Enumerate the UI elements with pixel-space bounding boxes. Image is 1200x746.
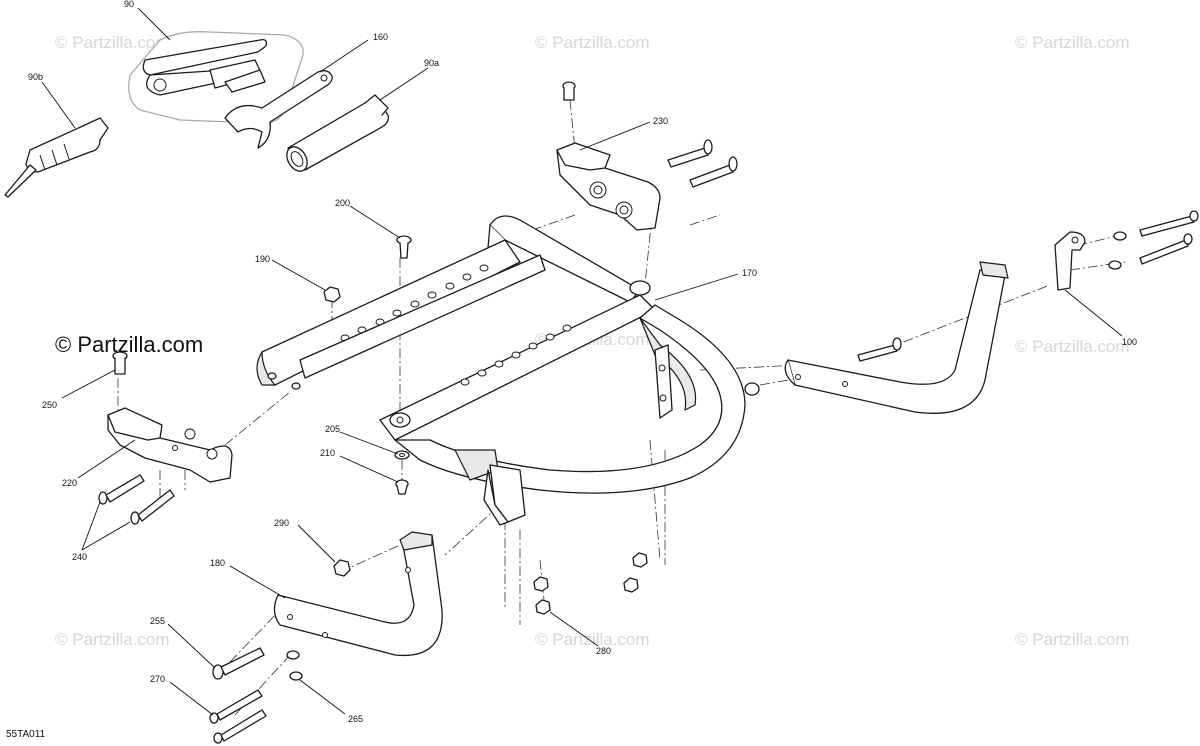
nuts-part-280 <box>533 552 648 615</box>
hinge-bracket-right <box>556 142 661 231</box>
washers-part-265 <box>286 650 303 681</box>
screw-part-200 <box>396 235 412 259</box>
watermark: © Partzilla.com <box>535 33 650 52</box>
watermark: © Partzilla.com <box>55 630 170 649</box>
callout-170: 170 <box>742 268 757 278</box>
washer-part-205 <box>394 450 410 460</box>
callout-90a: 90a <box>424 58 439 68</box>
pin-bolts-230 <box>667 139 738 188</box>
callout-90: 90 <box>124 0 134 9</box>
socket-wrench-part <box>286 94 390 172</box>
bolts-part-240 <box>98 474 175 525</box>
callout-265: 265 <box>348 714 363 724</box>
bolts-part-270 <box>209 689 267 744</box>
callout-280: 280 <box>596 646 611 656</box>
watermark: © Partzilla.com <box>1015 337 1130 356</box>
nut-part-190 <box>323 286 341 303</box>
screwdriver-part <box>4 117 109 198</box>
watermark: © Partzilla.com <box>1015 33 1130 52</box>
callout-220: 220 <box>62 478 77 488</box>
callout-210: 210 <box>320 448 335 458</box>
callout-270: 270 <box>150 674 165 684</box>
bolt-part-255 <box>212 647 265 680</box>
bolt-part-210 <box>395 479 409 495</box>
watermark: © Partzilla.com <box>1015 630 1130 649</box>
main-frame-part <box>256 215 746 526</box>
hinge-bracket-left <box>107 407 233 483</box>
callout-230: 230 <box>653 116 668 126</box>
bumper-tube-left <box>273 531 443 657</box>
assembly-lines <box>117 99 1126 716</box>
callout-250: 250 <box>42 400 57 410</box>
callout-290: 290 <box>274 518 289 528</box>
bumper-tube-right <box>744 261 1009 414</box>
callout-255: 255 <box>150 616 165 626</box>
callout-labels: 90 90b 160 90a 230 200 190 170 100 250 2… <box>28 0 1137 724</box>
callout-190: 190 <box>255 254 270 264</box>
bolt-part-230 <box>562 81 576 101</box>
callout-240: 240 <box>72 552 87 562</box>
diagram-code: 55TA011 <box>6 729 46 740</box>
callout-160: 160 <box>373 32 388 42</box>
spanner-wrench-part <box>224 70 333 149</box>
callout-180: 180 <box>210 558 225 568</box>
brand-watermark: © Partzilla.com <box>55 332 203 357</box>
watermark: © Partzilla.com <box>55 33 170 52</box>
callout-200: 200 <box>335 198 350 208</box>
tool-kit-bag <box>128 31 304 124</box>
nut-part-290 <box>333 559 351 577</box>
screw-part-250 <box>112 351 128 375</box>
callout-90b: 90b <box>28 72 43 82</box>
side-bracket-100 <box>1054 210 1199 291</box>
callout-205: 205 <box>325 424 340 434</box>
watermark: © Partzilla.com <box>535 630 650 649</box>
callout-100: 100 <box>1122 337 1137 347</box>
rail-holes-right <box>460 324 572 386</box>
leader-lines <box>41 7 1123 716</box>
